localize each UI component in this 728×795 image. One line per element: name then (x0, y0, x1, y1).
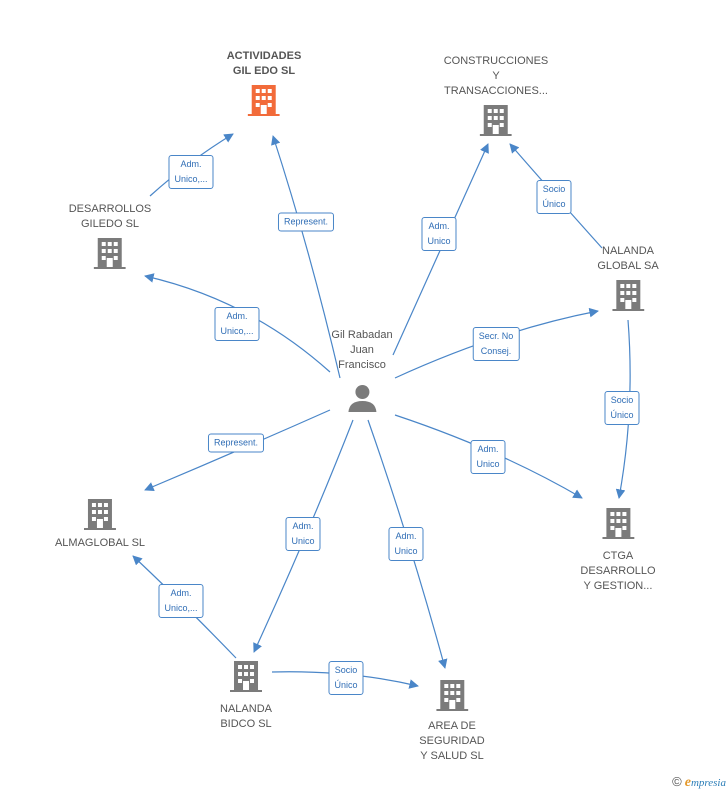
person-icon (348, 385, 376, 412)
building-icon (479, 105, 512, 136)
company-name: NALANDA BIDCO SL (220, 703, 272, 730)
edge-label-center-almaglobal[interactable]: Represent. (207, 433, 265, 453)
company-node-actividades[interactable]: ACTIVIDADES GIL EDO SL (226, 49, 302, 122)
company-name: ALMAGLOBAL SL (54, 537, 146, 549)
edge-center-actividades (271, 135, 341, 379)
edge-label-center-desarrollos[interactable]: Adm.Unico,... (214, 307, 260, 341)
company-node-nalanda-bidco[interactable]: NALANDA BIDCO SL (220, 659, 272, 732)
edge-label-center-bidco[interactable]: Adm.Unico (285, 517, 321, 551)
company-node-construcciones[interactable]: CONSTRUCCIONES Y TRANSACCIONES... (443, 54, 549, 142)
building-icon (94, 238, 126, 269)
company-node-area[interactable]: AREA DE SEGURIDAD Y SALUD SL (419, 678, 485, 764)
company-name: NALANDA GLOBAL SA (597, 245, 659, 272)
company-node-nalanda-global[interactable]: NALANDA GLOBAL SA (597, 244, 659, 317)
building-icon (601, 508, 634, 539)
company-name: CONSTRUCCIONES Y TRANSACCIONES... (443, 55, 549, 97)
company-name: DESARROLLOS GILEDO SL (68, 203, 152, 230)
company-node-ctga[interactable]: CTGA DESARROLLO Y GESTION... (580, 506, 656, 594)
building-icon (248, 85, 280, 116)
brand-name: mpresia (690, 777, 726, 789)
building-icon (612, 280, 644, 311)
empresia-watermark: © empresia (672, 774, 726, 791)
copyright-symbol: © (672, 774, 682, 789)
edge-label-desarrollos-actividades[interactable]: Adm.Unico,... (168, 155, 214, 189)
building-icon (230, 661, 262, 692)
edge-label-center-ctga[interactable]: Adm.Unico (470, 440, 506, 474)
edge-label-center-construcciones[interactable]: Adm.Unico (421, 217, 457, 251)
building-icon (436, 680, 468, 711)
company-name: ACTIVIDADES GIL EDO SL (226, 50, 302, 77)
edge-label-center-area[interactable]: Adm.Unico (388, 527, 424, 561)
brand-initial: e (684, 775, 691, 790)
edge-label-center-actividades[interactable]: Represent. (277, 212, 335, 232)
company-node-almaglobal[interactable]: ALMAGLOBAL SL (55, 497, 145, 551)
company-name: AREA DE SEGURIDAD Y SALUD SL (419, 720, 485, 762)
building-icon (84, 499, 116, 530)
company-name: CTGA DESARROLLO Y GESTION... (580, 550, 656, 592)
person-name: Gil Rabadan Juan Francisco (331, 329, 393, 371)
person-node-center[interactable]: Gil Rabadan Juan Francisco (331, 328, 393, 418)
company-node-desarrollos[interactable]: DESARROLLOS GILEDO SL (68, 202, 152, 275)
edge-label-bidco-almaglobal[interactable]: Adm.Unico,... (158, 584, 204, 618)
